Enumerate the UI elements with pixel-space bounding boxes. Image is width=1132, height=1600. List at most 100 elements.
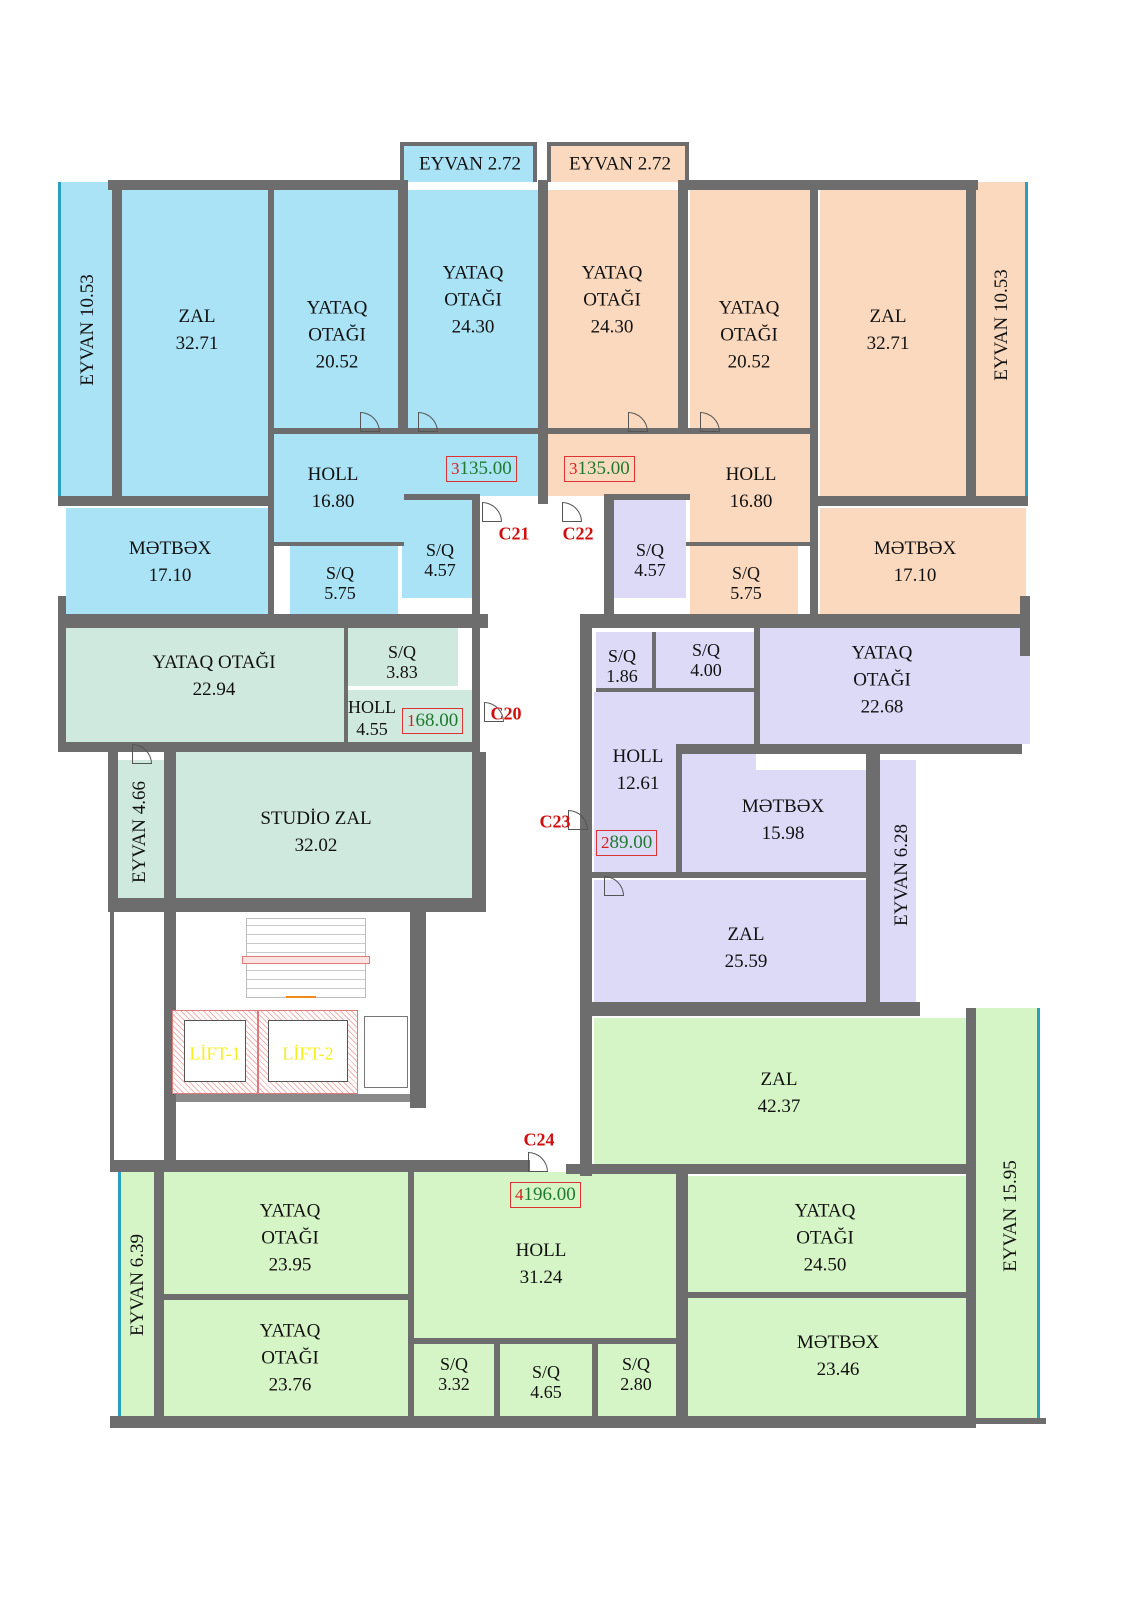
- room-studio-zal[interactable]: [176, 752, 472, 898]
- balcony-unit-4-left: [118, 1172, 154, 1416]
- balcony-unit-1: [118, 760, 164, 898]
- room-bedroom-2294[interactable]: [66, 628, 344, 742]
- wall: [494, 1344, 500, 1418]
- room-bath-465[interactable]: [500, 1344, 592, 1416]
- room-hall-left[interactable]: [274, 434, 538, 496]
- wall: [580, 1002, 920, 1016]
- wall: [604, 494, 614, 614]
- room-bedroom-2376[interactable]: [164, 1300, 408, 1416]
- wall: [676, 744, 1022, 754]
- corridor-c21: C21: [498, 523, 530, 544]
- wall: [412, 1338, 676, 1344]
- wall: [110, 912, 114, 1162]
- room-hall-4[interactable]: [412, 1172, 676, 1338]
- room-bedroom-2052-left[interactable]: [274, 190, 398, 432]
- room-bath-332[interactable]: [412, 1344, 494, 1416]
- room-kitchen-right[interactable]: [820, 508, 1026, 614]
- unit-area: 196.00: [523, 1184, 576, 1205]
- wall: [592, 1344, 598, 1418]
- room-kitchen-left[interactable]: [66, 508, 268, 614]
- wall: [580, 1016, 592, 1176]
- wall: [58, 496, 274, 506]
- room-hall-left-lower: [274, 496, 404, 542]
- unit-area: 68.00: [415, 710, 459, 731]
- door[interactable]: [604, 876, 624, 896]
- wall: [274, 542, 404, 546]
- wall: [676, 744, 682, 876]
- room-zal-2[interactable]: [594, 880, 866, 1002]
- wall: [154, 1172, 164, 1418]
- wall: [582, 614, 1030, 628]
- room-zal-left[interactable]: [120, 190, 270, 496]
- room-zal-4[interactable]: [594, 1018, 966, 1170]
- wall: [592, 872, 868, 878]
- balcony-top-right: [547, 142, 689, 182]
- room-bath-186[interactable]: [596, 632, 652, 688]
- unit-area: 135.00: [577, 458, 630, 479]
- room-bath-457-left[interactable]: [402, 500, 472, 598]
- wall: [580, 614, 592, 1008]
- room-bath-575-left[interactable]: [290, 546, 398, 614]
- corridor-c24: C24: [523, 1129, 555, 1150]
- room-bath-280[interactable]: [598, 1344, 676, 1416]
- wall: [110, 1160, 530, 1172]
- room-bedroom-2268[interactable]: [760, 628, 1030, 744]
- wall: [408, 1172, 414, 1418]
- wall: [410, 912, 426, 1108]
- room-bedroom-2450[interactable]: [688, 1176, 968, 1292]
- room-zal-right[interactable]: [820, 190, 968, 496]
- wall: [108, 898, 486, 912]
- corridor-c22: C22: [562, 523, 594, 544]
- room-bedroom-2430-left[interactable]: [408, 190, 538, 432]
- lift-car-1[interactable]: [184, 1020, 246, 1082]
- room-bedroom-2430-right[interactable]: [548, 190, 678, 432]
- door[interactable]: [482, 502, 502, 522]
- stair-landing-line: [242, 956, 370, 964]
- wall: [58, 596, 66, 746]
- balcony-top-left-label: EYVAN 2.72: [418, 153, 522, 175]
- balcony-right-upper: [976, 182, 1028, 498]
- room-bedroom-2052-right[interactable]: [690, 190, 810, 432]
- wall: [548, 428, 810, 434]
- door[interactable]: [562, 502, 582, 522]
- wall: [112, 180, 122, 500]
- room-bath-457-right[interactable]: [614, 500, 686, 598]
- unit-number: 3: [569, 459, 578, 478]
- room-bedroom-2395[interactable]: [164, 1172, 408, 1294]
- balcony-unit-2-label: EYVAN 6.28: [891, 823, 912, 927]
- unit-number: 2: [601, 833, 610, 852]
- wall: [398, 180, 408, 434]
- room-bath-400[interactable]: [656, 632, 754, 688]
- room-hall-right[interactable]: [548, 434, 810, 496]
- balcony-left-upper: [58, 182, 114, 498]
- wall: [344, 628, 348, 742]
- room-kitchen-2[interactable]: [680, 770, 866, 872]
- wall: [810, 180, 818, 614]
- room-bath-575-right[interactable]: [690, 546, 798, 614]
- unit-1-tag: 168.00: [402, 708, 464, 734]
- room-bath-383[interactable]: [348, 628, 458, 686]
- lift-car-2[interactable]: [268, 1020, 348, 1082]
- unit-area: 135.00: [459, 458, 512, 479]
- wall: [688, 1292, 968, 1298]
- room-kitchen-4[interactable]: [688, 1298, 968, 1416]
- balcony-unit-4-right-label: EYVAN 15.95: [1000, 1160, 1021, 1272]
- wall: [108, 752, 118, 912]
- door[interactable]: [528, 1152, 548, 1172]
- wall: [274, 428, 538, 434]
